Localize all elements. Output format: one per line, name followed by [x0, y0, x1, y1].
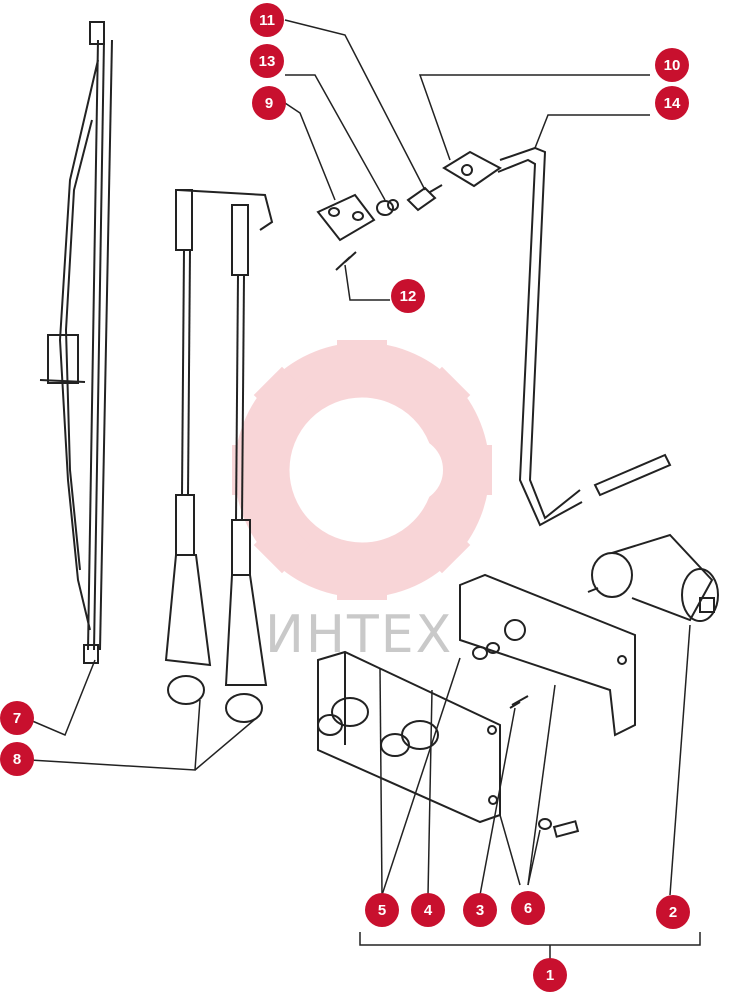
watermark-gear-logo [232, 340, 492, 600]
callout-5: 5 [365, 893, 399, 927]
wiper-blade [39, 21, 113, 664]
callout-1: 1 [533, 958, 567, 992]
linkage-rod [442, 146, 672, 527]
callout-8: 8 [0, 742, 34, 776]
mounting-plate-and-fasteners [316, 184, 443, 271]
wiper-arms [164, 189, 274, 723]
callout-11: 11 [250, 3, 284, 37]
watermark-text: ИНТЕХ [265, 605, 454, 665]
callout-4: 4 [411, 893, 445, 927]
callout-7: 7 [0, 701, 34, 735]
callout-2: 2 [656, 895, 690, 929]
callout-9: 9 [252, 86, 286, 120]
wiper-motor [587, 533, 719, 622]
callout-14: 14 [655, 86, 689, 120]
gearbox-housing [317, 650, 501, 824]
callout-10: 10 [655, 48, 689, 82]
leader-lines [29, 19, 701, 960]
callout-3: 3 [463, 893, 497, 927]
callout-6: 6 [511, 891, 545, 925]
bolts-and-washers [472, 642, 580, 838]
callout-12: 12 [391, 279, 425, 313]
callout-13: 13 [250, 44, 284, 78]
